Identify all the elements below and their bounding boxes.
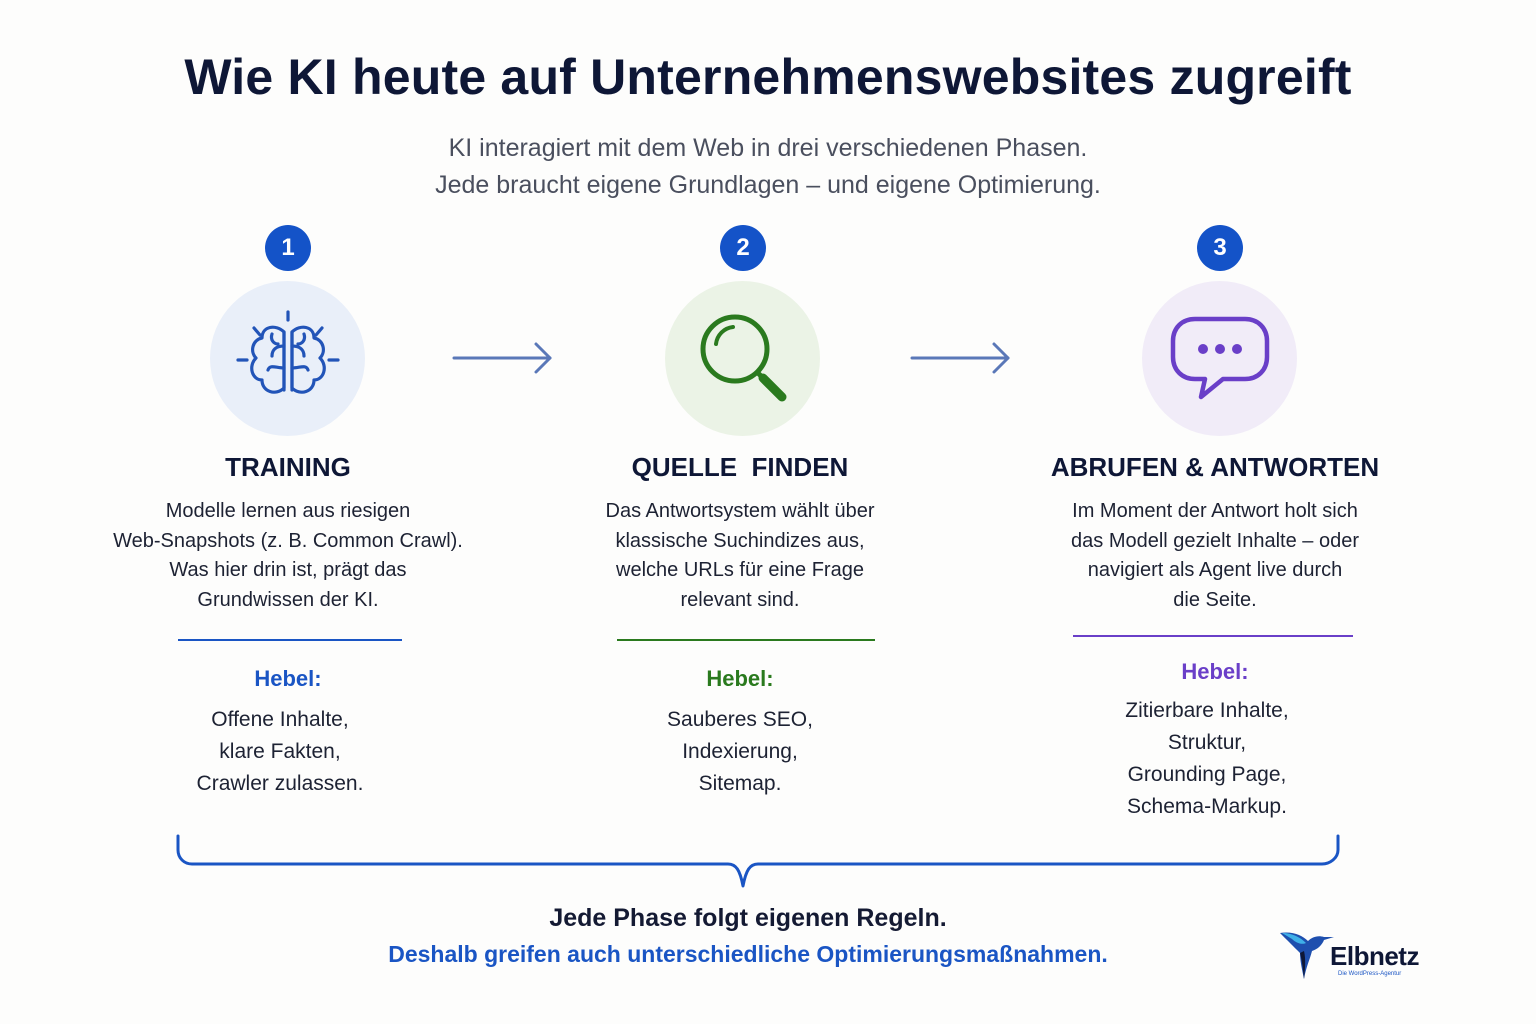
page-title: Wie KI heute auf Unternehmenswebsites zu… [184, 49, 1352, 105]
lever-label: Hebel: [706, 666, 774, 691]
footer-headline: Jede Phase folgt eigenen Regeln. [549, 904, 947, 932]
icon-circle [665, 281, 820, 436]
icon-circle [1142, 281, 1297, 436]
subtitle-line-1: KI interagiert mit dem Web in drei versc… [448, 134, 1088, 162]
phase-abrufen-antworten: 3 ABRUFEN & ANTWORTEN Im Moment der Antw… [985, 0, 1445, 1024]
phase-title: QUELLE FINDEN [631, 452, 849, 482]
lever-item: Struktur, [1167, 731, 1247, 754]
lever-item: Zitierbare Inhalte, [1125, 699, 1289, 722]
description-line: Im Moment der Antwort holt sich [1072, 500, 1358, 522]
phase-training: 1 TRAINING Modelle lernen aus riesigen W… [58, 0, 518, 1024]
magnifier-icon [700, 314, 786, 401]
description-line: die Seite. [1173, 588, 1257, 611]
description-line: Was hier drin ist, prägt das [169, 559, 407, 581]
icon-circle [210, 281, 365, 436]
description-line: Modelle lernen aus riesigen [165, 500, 411, 522]
phase-description: Modelle lernen aus riesigen Web-Snapshot… [58, 497, 518, 615]
phase-description: Das Antwortsystem wählt über klassische … [510, 497, 970, 615]
phase-description: Im Moment der Antwort holt sich das Mode… [985, 497, 1445, 615]
description-line: klassische Suchindizes aus, [615, 529, 865, 552]
phase-title: TRAINING [225, 452, 351, 482]
lever-list: Sauberes SEO, Indexierung, Sitemap. [510, 704, 970, 800]
step-number-badge: 3 [1197, 225, 1243, 271]
lever-label: Hebel: [254, 666, 322, 691]
logo-wordmark: Elbnetz [1330, 941, 1419, 971]
lever-item: Sauberes SEO, [667, 708, 813, 731]
lever-item: Sitemap. [698, 772, 782, 795]
brain-icon [235, 309, 340, 394]
lever-item: Schema-Markup. [1127, 795, 1287, 818]
divider [617, 639, 875, 641]
subtitle-line-2: Jede braucht eigene Grundlagen – und eig… [435, 171, 1101, 199]
lever-item: Offene Inhalte, [211, 708, 349, 731]
description-line: navigiert als Agent live durch [1087, 559, 1343, 581]
description-line: das Modell gezielt Inhalte – oder [1071, 529, 1359, 552]
description-line: Das Antwortsystem wählt über [605, 500, 875, 522]
phase-quelle-finden: 2 QUELLE FINDEN Das Antwortsystem wählt … [510, 0, 970, 1024]
elbnetz-logo: Elbnetz Die WordPress-Agentur [1278, 925, 1438, 985]
divider [1073, 635, 1353, 637]
curly-brace [176, 834, 1340, 888]
lever-item: klare Fakten, [219, 740, 341, 763]
lever-item: Grounding Page, [1127, 763, 1287, 786]
lever-list: Offene Inhalte, klare Fakten, Crawler zu… [50, 704, 510, 800]
subtitle: KI interagiert mit dem Web in drei versc… [0, 130, 1536, 204]
lever-label: Hebel: [1181, 659, 1249, 684]
hummingbird-icon [1280, 932, 1334, 979]
lever-item: Indexierung, [682, 740, 798, 763]
description-line: Web-Snapshots (z. B. Common Crawl). [113, 529, 463, 552]
step-number-badge: 1 [265, 225, 311, 271]
description-line: Grundwissen der KI. [197, 588, 379, 611]
logo-tagline: Die WordPress-Agentur [1338, 971, 1402, 977]
description-line: relevant sind. [680, 588, 800, 611]
divider [178, 639, 402, 641]
phase-title: ABRUFEN & ANTWORTEN [1050, 452, 1380, 482]
arrow-icon [452, 342, 552, 374]
lever-item: Crawler zulassen. [196, 772, 364, 795]
chat-bubble-icon [1170, 316, 1269, 399]
step-number-badge: 2 [720, 225, 766, 271]
footer-subline: Deshalb greifen auch unterschiedliche Op… [388, 941, 1108, 967]
description-line: welche URLs für eine Frage [616, 559, 864, 581]
arrow-icon [910, 342, 1010, 374]
lever-list: Zitierbare Inhalte, Struktur, Grounding … [977, 695, 1437, 823]
